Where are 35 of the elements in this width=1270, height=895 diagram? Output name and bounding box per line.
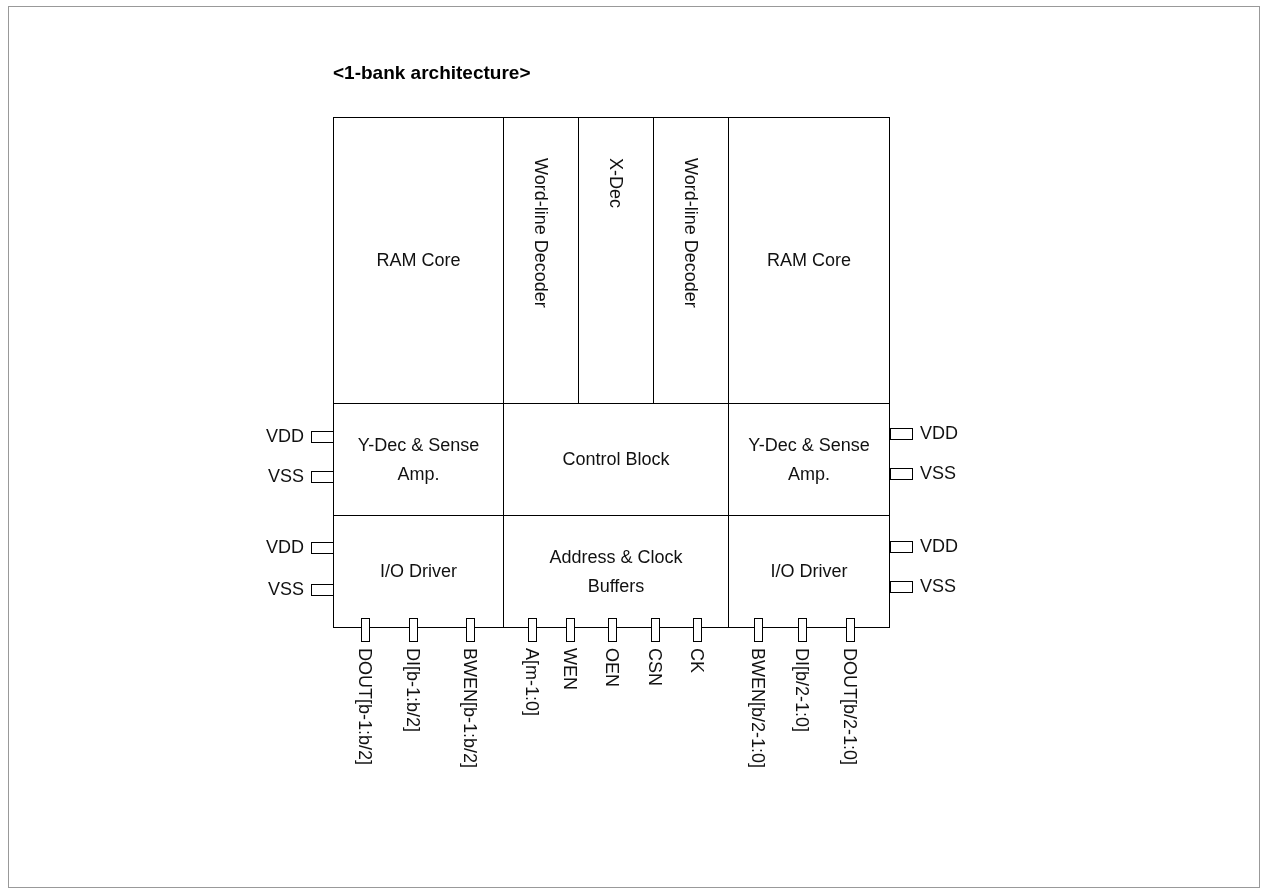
pin-label: VDD: [920, 536, 958, 557]
pin-label: CK: [686, 648, 707, 673]
pin-label: DOUT[b-1:b/2]: [354, 648, 375, 766]
pin-label: DOUT[b/2-1:0]: [839, 648, 860, 766]
pin-label: VSS: [267, 466, 304, 487]
pin-label: VDD: [266, 537, 304, 558]
pin-label: VDD: [920, 423, 958, 444]
block-label: Word-line Decoder: [530, 158, 553, 308]
pin-label: VSS: [920, 576, 957, 597]
block-label: I/O Driver: [380, 560, 457, 584]
memory-block: [333, 117, 504, 404]
diagram-title: <1-bank architecture>: [333, 62, 531, 84]
block-label: Address & Clock Buffers: [548, 545, 684, 598]
block-label: Y-Dec & Sense Amp.: [748, 433, 870, 486]
pin-label: BWEN[b-1:b/2]: [459, 648, 480, 769]
block-label: Word-line Decoder: [680, 158, 703, 308]
pin-label: VSS: [267, 579, 304, 600]
pin-label: CSN: [644, 648, 665, 686]
block-label: Y-Dec & Sense Amp.: [356, 433, 481, 486]
block-label: X-Dec: [605, 158, 628, 208]
pin-label: OEN: [601, 648, 622, 687]
pin-label: DI[b/2-1:0]: [791, 648, 812, 733]
driver-block: [333, 515, 504, 628]
block-label: Control Block: [562, 448, 670, 472]
pin-label: WEN: [559, 648, 580, 690]
memory-block: [728, 117, 890, 404]
pin-label: BWEN[b/2-1:0]: [747, 648, 768, 769]
driver-block: [728, 515, 890, 628]
pin-label: VSS: [920, 463, 957, 484]
pin-label: A[m-1:0]: [521, 648, 542, 717]
block-label: RAM Core: [767, 249, 851, 273]
pin-label: VDD: [266, 426, 304, 447]
block-label: I/O Driver: [770, 560, 848, 584]
pin-label: DI[b-1:b/2]: [402, 648, 423, 733]
block-label: RAM Core: [376, 249, 461, 273]
